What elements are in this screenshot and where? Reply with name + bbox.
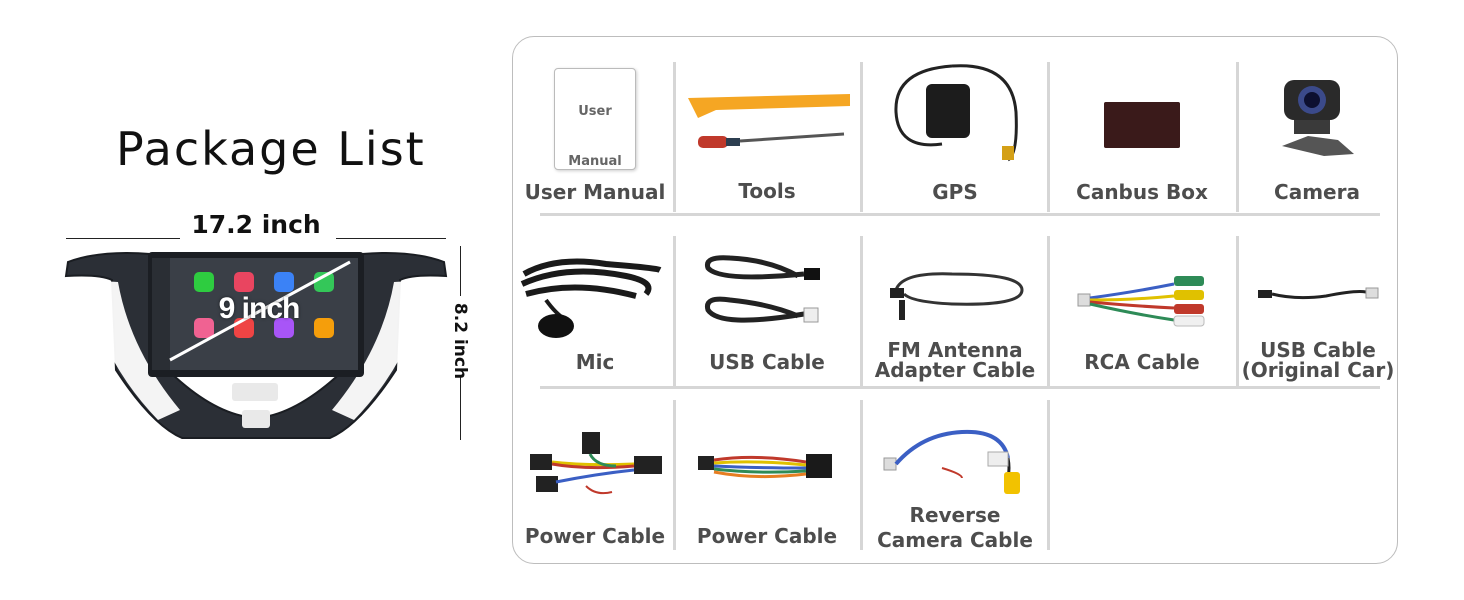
divider bbox=[540, 213, 1380, 216]
manual-cover-line2: Manual bbox=[568, 154, 622, 169]
height-dimension: 8.2 inch bbox=[440, 246, 480, 440]
width-label: 17.2 inch bbox=[191, 210, 321, 239]
usb-cable-original-icon bbox=[1258, 287, 1379, 300]
height-label: 8.2 inch bbox=[450, 302, 470, 380]
car-radio-unit-image bbox=[64, 252, 448, 439]
divider bbox=[673, 400, 676, 550]
width-dimension-line-left bbox=[66, 238, 180, 239]
item-label-mic: Mic bbox=[575, 350, 615, 374]
manual-cover-line1: User bbox=[578, 104, 612, 119]
divider bbox=[673, 62, 676, 212]
divider bbox=[1047, 62, 1050, 212]
item-label-camera: Camera bbox=[1274, 180, 1360, 204]
user-manual-icon: User Manual bbox=[554, 68, 636, 170]
power-cable-harness-icon bbox=[530, 432, 662, 495]
height-dimension-line-top bbox=[460, 246, 461, 296]
divider bbox=[860, 400, 863, 550]
gps-antenna-icon bbox=[894, 64, 1018, 162]
item-label-fm-antenna-line2: Adapter Cable bbox=[874, 358, 1036, 382]
camera-icon bbox=[1282, 80, 1354, 156]
usb-cable-icon bbox=[704, 255, 820, 323]
item-label-rca-cable: RCA Cable bbox=[1084, 350, 1200, 374]
item-label-tools: Tools bbox=[738, 179, 796, 203]
item-label-canbus-box: Canbus Box bbox=[1076, 180, 1208, 204]
divider bbox=[673, 236, 676, 386]
microphone-icon bbox=[520, 258, 662, 338]
item-label-user-manual: User Manual bbox=[524, 180, 666, 204]
divider bbox=[860, 62, 863, 212]
divider bbox=[860, 236, 863, 386]
fm-antenna-adapter-icon bbox=[890, 272, 1024, 320]
tools-icon bbox=[688, 94, 850, 148]
width-dimension-line-right bbox=[336, 238, 446, 239]
item-label-reverse-camera-line1: Reverse bbox=[909, 503, 1001, 527]
divider bbox=[540, 386, 1380, 389]
width-dimension: 17.2 inch bbox=[66, 210, 446, 250]
divider bbox=[1236, 62, 1239, 212]
item-label-usb-cable-original-line1: USB Cable bbox=[1260, 338, 1376, 362]
power-cable-icon bbox=[698, 454, 832, 479]
screen-size-label: 9 inch bbox=[218, 292, 301, 325]
item-label-fm-antenna-line1: FM Antenna bbox=[887, 338, 1023, 362]
item-label-power-cable-1: Power Cable bbox=[524, 524, 666, 548]
divider bbox=[1047, 236, 1050, 386]
item-label-usb-cable: USB Cable bbox=[709, 350, 825, 374]
divider bbox=[1047, 400, 1050, 550]
height-dimension-line-bottom bbox=[460, 376, 461, 440]
item-label-gps: GPS bbox=[932, 180, 978, 204]
item-label-usb-cable-original-line2: (Original Car) bbox=[1241, 358, 1395, 382]
divider bbox=[1236, 236, 1239, 386]
page-title: Package List bbox=[116, 122, 426, 176]
rca-cable-icon bbox=[1077, 276, 1205, 327]
reverse-camera-cable-icon bbox=[883, 429, 1020, 494]
item-label-power-cable-2: Power Cable bbox=[696, 524, 838, 548]
canbus-box-icon bbox=[1104, 102, 1180, 148]
item-label-reverse-camera-line2: Camera Cable bbox=[877, 528, 1033, 552]
